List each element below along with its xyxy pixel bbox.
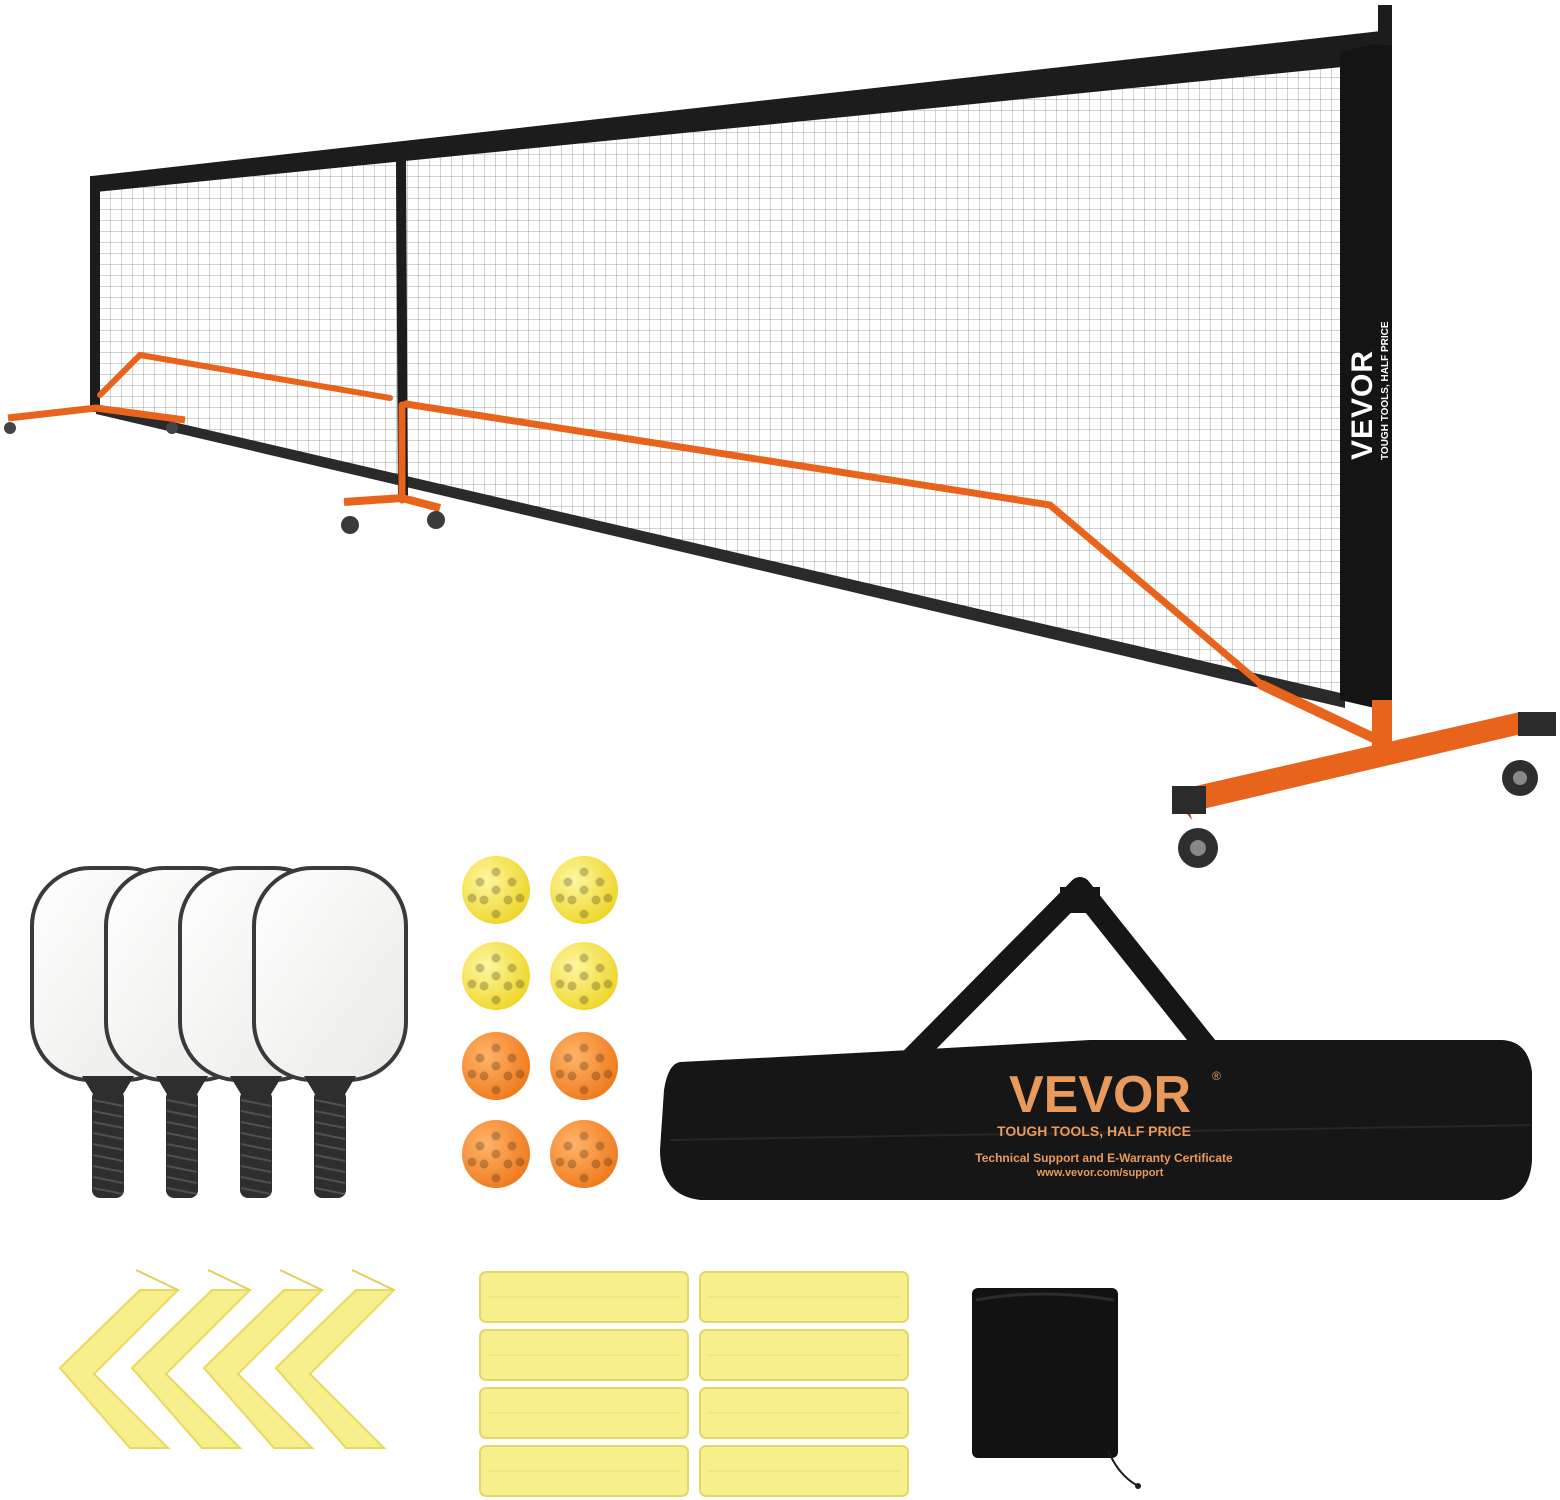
net-top-band bbox=[92, 30, 1392, 192]
right-foot-base bbox=[1172, 700, 1556, 868]
pickleball-ball bbox=[462, 942, 530, 1010]
pouch-drawstring bbox=[1107, 1449, 1139, 1487]
net-mesh bbox=[96, 48, 1345, 705]
straight-marker bbox=[479, 1329, 689, 1381]
bag-brand: VEVOR bbox=[1009, 1066, 1191, 1124]
net-banner-tagline: TOUGH TOOLS, HALF PRICE bbox=[1380, 321, 1391, 460]
left-foot-base bbox=[4, 404, 186, 434]
straight-markers-group bbox=[479, 1271, 909, 1497]
straight-marker bbox=[479, 1271, 689, 1323]
pickleball-net: VEVOR TOUGH TOOLS, HALF PRICE bbox=[4, 5, 1556, 868]
straight-marker bbox=[479, 1387, 689, 1439]
frame-rail-left bbox=[97, 351, 393, 401]
corner-marker bbox=[130, 1269, 253, 1449]
corner-markers-group bbox=[58, 1269, 397, 1449]
straight-marker bbox=[699, 1271, 909, 1323]
pickleball-ball bbox=[550, 1120, 618, 1188]
carry-bag: VEVOR ® TOUGH TOOLS, HALF PRICE Technica… bbox=[660, 877, 1532, 1200]
net-left-strap bbox=[90, 176, 100, 412]
pickleball-ball bbox=[462, 1120, 530, 1188]
bag-tagline: TOUGH TOOLS, HALF PRICE bbox=[997, 1123, 1191, 1139]
bag-registered-mark: ® bbox=[1212, 1069, 1221, 1083]
corner-marker bbox=[274, 1269, 397, 1449]
bag-support-line: Technical Support and E-Warranty Certifi… bbox=[975, 1151, 1233, 1165]
frame-rail-right bbox=[402, 400, 1266, 689]
paddles-group bbox=[30, 866, 408, 1198]
pickleball-ball bbox=[550, 1032, 618, 1100]
straight-marker bbox=[479, 1445, 689, 1497]
net-frame bbox=[97, 351, 1383, 745]
balls-group bbox=[462, 856, 618, 1188]
pickleball-paddle bbox=[252, 866, 408, 1198]
net-banner-brand: VEVOR bbox=[1346, 350, 1379, 460]
corner-marker bbox=[202, 1269, 325, 1449]
pickleball-ball bbox=[462, 1032, 530, 1100]
bag-support-url: www.vevor.com/support bbox=[1036, 1167, 1164, 1179]
center-foot-base bbox=[341, 493, 445, 534]
drawstring-pouch bbox=[972, 1288, 1141, 1489]
net-side-banner bbox=[1340, 40, 1392, 712]
bag-body bbox=[660, 1040, 1532, 1200]
frame-right-strut bbox=[1257, 680, 1383, 745]
straight-marker bbox=[699, 1445, 909, 1497]
straight-marker bbox=[699, 1387, 909, 1439]
pickleball-ball bbox=[550, 942, 618, 1010]
net-bottom-band bbox=[96, 404, 1345, 708]
net-right-post bbox=[1378, 5, 1392, 45]
straight-marker bbox=[699, 1329, 909, 1381]
pickleball-ball bbox=[462, 856, 530, 924]
pickleball-ball bbox=[550, 856, 618, 924]
corner-marker bbox=[58, 1269, 181, 1449]
